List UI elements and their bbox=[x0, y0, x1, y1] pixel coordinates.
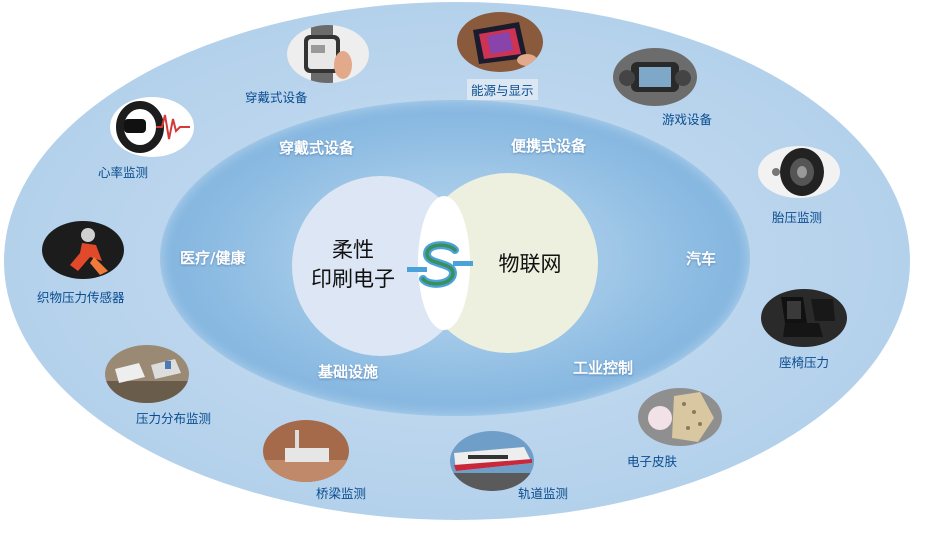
shoe-sensor-icon bbox=[105, 345, 189, 403]
app-pressure-distribution-label: 压力分布监测 bbox=[136, 411, 212, 426]
game-controller-icon bbox=[613, 48, 697, 106]
logo-s-icon bbox=[407, 241, 473, 288]
app-rail-monitoring-label: 轨道监测 bbox=[518, 486, 569, 501]
inner-label-infrastructure: 基础设施 bbox=[318, 363, 379, 381]
inner-label-medical: 医疗/健康 bbox=[180, 249, 246, 267]
flexible-display-icon bbox=[457, 12, 543, 72]
app-heart-rate-label: 心率监测 bbox=[98, 165, 149, 180]
venn-left-label: 柔性 印刷电子 bbox=[300, 236, 406, 294]
app-seat-pressure-label: 座椅压力 bbox=[779, 355, 830, 370]
car-seat-icon bbox=[761, 289, 847, 347]
inner-label-automotive: 汽车 bbox=[686, 250, 717, 268]
tire-icon bbox=[758, 146, 840, 198]
venn-left-label-line2: 印刷电子 bbox=[311, 267, 395, 291]
runner-thermal-icon bbox=[42, 221, 124, 279]
app-textile-sensor-label: 织物压力传感器 bbox=[37, 290, 125, 305]
bridge-sensor-icon bbox=[263, 420, 349, 482]
app-electronic-skin-label: 电子皮肤 bbox=[627, 454, 678, 469]
inner-label-industrial: 工业控制 bbox=[573, 359, 634, 377]
inner-label-portable: 便携式设备 bbox=[511, 137, 587, 155]
heart-rate-band-icon bbox=[110, 97, 194, 157]
smartwatch-icon bbox=[287, 25, 369, 83]
app-wearable-devices-label: 穿戴式设备 bbox=[245, 90, 308, 105]
venn-right-label: 物联网 bbox=[498, 252, 562, 276]
app-tire-pressure-label: 胎压监测 bbox=[772, 210, 823, 225]
inner-label-wearable: 穿戴式设备 bbox=[279, 139, 355, 157]
venn-left-label-line1: 柔性 bbox=[332, 238, 374, 262]
app-bridge-monitoring-label: 桥梁监测 bbox=[316, 486, 367, 501]
sensor-glove-icon bbox=[638, 388, 722, 446]
app-gaming-devices-label: 游戏设备 bbox=[662, 112, 713, 127]
app-energy-display-label: 能源与显示 bbox=[467, 79, 538, 100]
train-icon bbox=[450, 431, 534, 491]
